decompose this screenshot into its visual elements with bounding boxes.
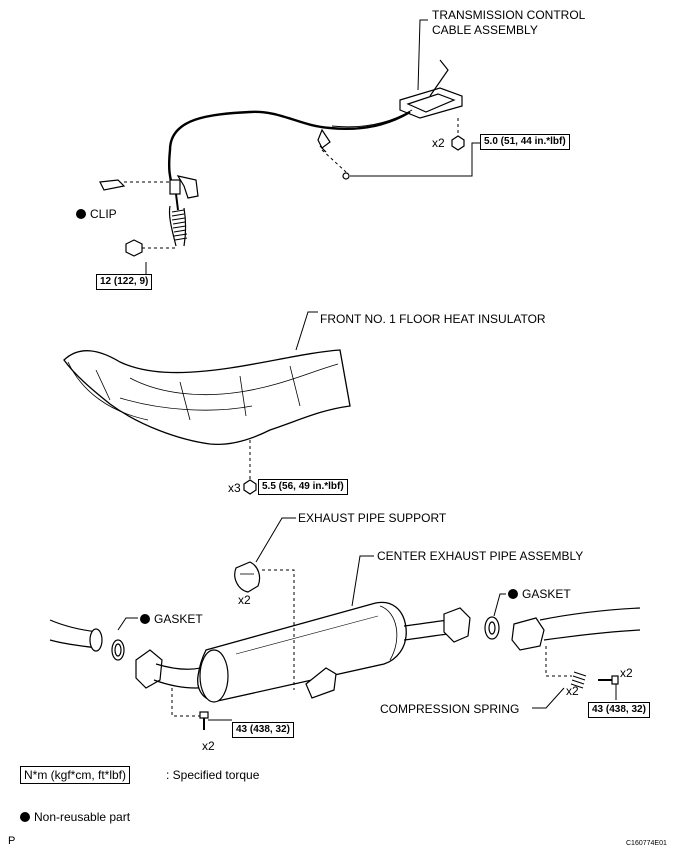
torque-legend-description: : Specified torque	[166, 768, 260, 782]
support-qty: x2	[238, 593, 251, 607]
cable-bolt-qty: x2	[432, 136, 445, 150]
transmission-cable-label-line2: CABLE ASSEMBLY	[432, 23, 538, 37]
nonreusable-marker-icon	[76, 209, 86, 219]
nonreusable-marker-icon	[508, 589, 518, 599]
nonreusable-marker-icon	[20, 812, 30, 822]
gasket-right-text: GASKET	[522, 587, 571, 601]
exhaust-support-label: EXHAUST PIPE SUPPORT	[298, 511, 447, 525]
rear-flange-torque: 43 (438, 32)	[588, 702, 650, 718]
floor-heat-insulator-drawing	[63, 311, 351, 495]
nonreusable-legend: Non-reusable part	[20, 810, 130, 824]
transmission-cable-drawing	[99, 19, 480, 274]
cable-bracket-torque: 5.0 (51, 44 in.*lbf)	[480, 134, 570, 150]
nonreusable-legend-text: Non-reusable part	[34, 810, 131, 824]
exhaust-pipe-drawing	[49, 517, 641, 730]
clip-text: CLIP	[90, 207, 117, 221]
center-exhaust-label: CENTER EXHAUST PIPE ASSEMBLY	[377, 549, 584, 563]
insulator-nut-qty: x3	[228, 481, 241, 495]
cable-nut-torque: 12 (122, 9)	[96, 274, 153, 290]
front-flange-torque: 43 (438, 32)	[232, 722, 294, 738]
insulator-torque: 5.5 (56, 49 in.*lbf)	[258, 479, 348, 495]
compression-spring-label: COMPRESSION SPRING	[380, 702, 520, 716]
gasket-right-label: GASKET	[508, 587, 571, 601]
floor-insulator-label: FRONT NO. 1 FLOOR HEAT INSULATOR	[320, 312, 546, 326]
transmission-cable-label-line1: TRANSMISSION CONTROL	[432, 8, 586, 22]
page-letter: P	[8, 835, 16, 847]
gasket-left-label: GASKET	[140, 612, 203, 626]
figure-code: C160774E01	[626, 840, 667, 847]
clip-label: CLIP	[76, 207, 117, 221]
gasket-left-text: GASKET	[154, 612, 203, 626]
nonreusable-marker-icon	[140, 614, 150, 624]
front-bolt-qty: x2	[202, 739, 215, 753]
rear-bolt-qty: x2	[620, 666, 633, 680]
torque-unit-legend: N*m (kgf*cm, ft*lbf)	[20, 766, 131, 784]
spring-qty: x2	[566, 684, 579, 698]
